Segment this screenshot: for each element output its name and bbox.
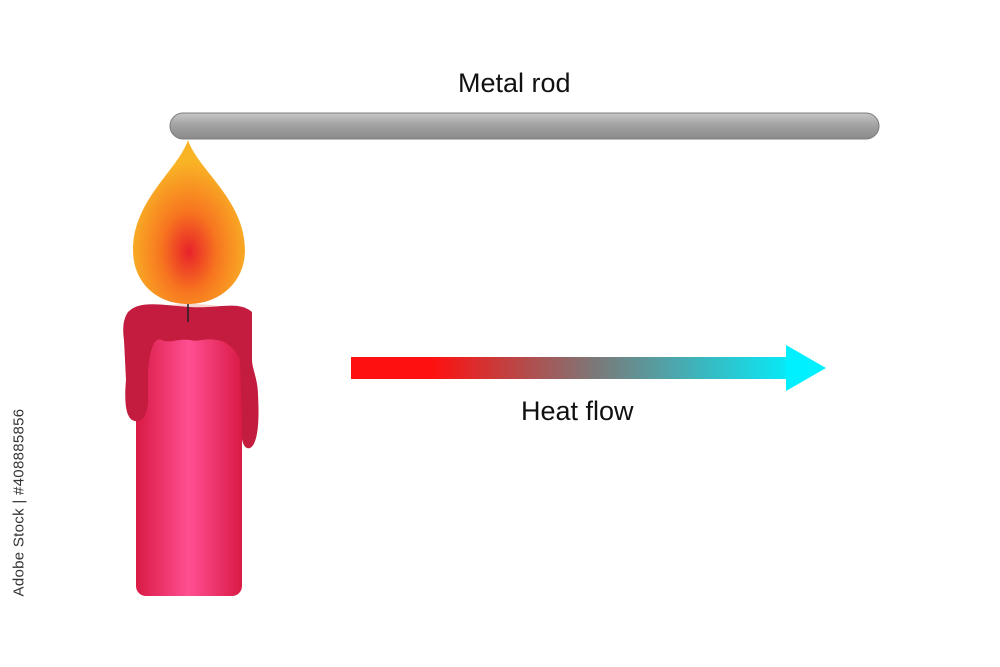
heat-flow-arrow-head bbox=[786, 345, 826, 391]
arrow-right-icon bbox=[351, 345, 826, 391]
stock-watermark-text: Adobe Stock | #408885856 bbox=[10, 408, 28, 596]
candle-body bbox=[136, 308, 242, 596]
metal-rod bbox=[169, 112, 880, 140]
stock-watermark-id: Adobe Stock | #408885856 bbox=[8, 408, 30, 596]
candle-icon bbox=[123, 140, 259, 596]
metal-rod-label: Metal rod bbox=[458, 68, 571, 98]
heat-flow-arrow-shaft bbox=[351, 357, 800, 379]
heat-flow-label: Heat flow bbox=[521, 396, 634, 426]
flame-icon bbox=[133, 140, 245, 304]
wax-drip bbox=[123, 304, 259, 449]
